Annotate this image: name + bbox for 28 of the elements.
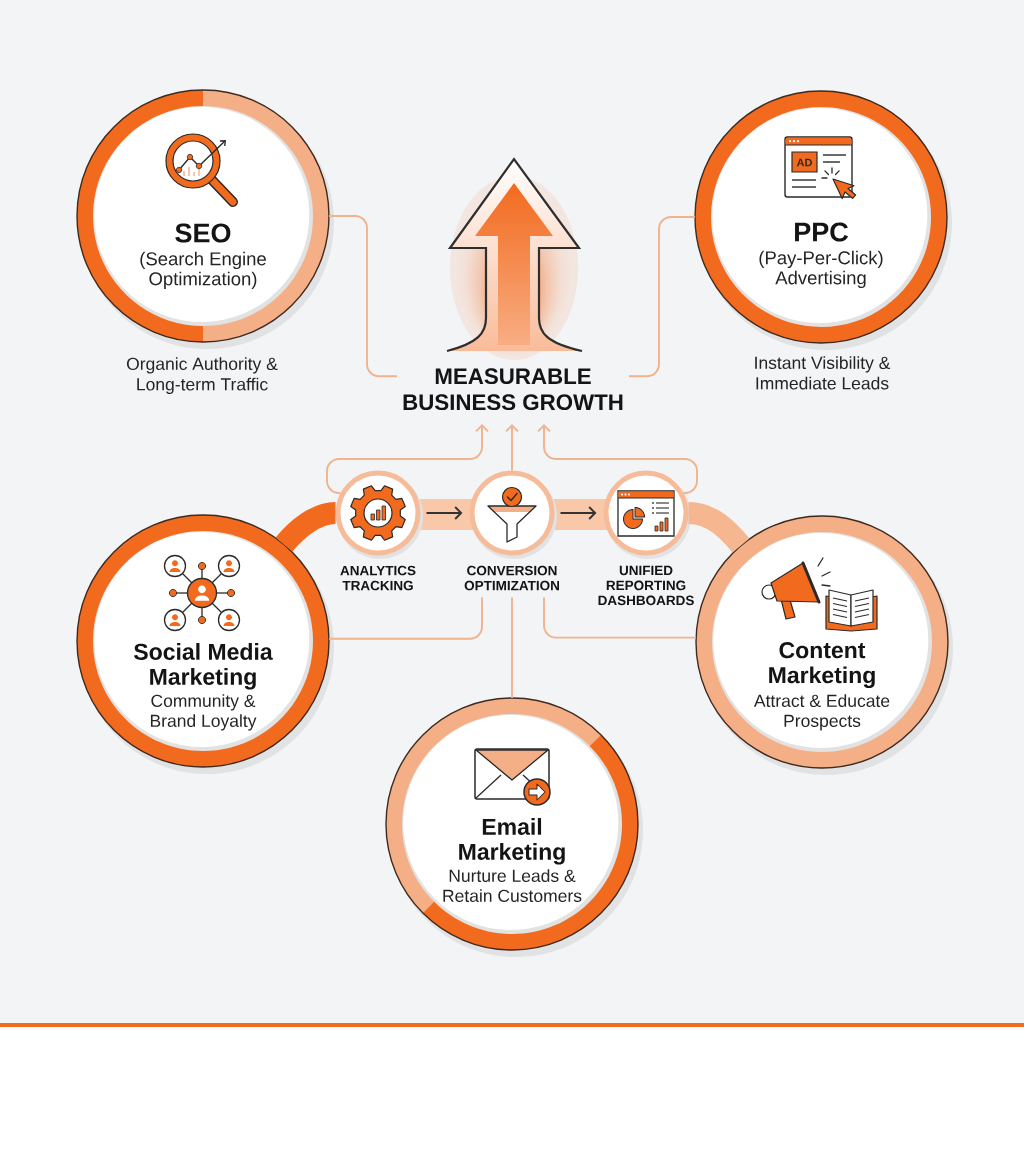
connector-line [328,596,483,640]
circle-subtitle: Attract & Educate Prospects [753,694,890,731]
service-circle [695,515,953,775]
arrow [559,506,597,520]
service-circle [76,514,334,774]
circle-subtitle: (Pay-Per-Click) Advertising [759,250,883,289]
step-label: ANALYTICS TRACKING [340,565,416,591]
connector-line [328,215,398,378]
ad-label: AD [796,158,812,167]
circle-title: Social Media Marketing [134,643,273,690]
goal-heading: MEASURABLE BUSINESS GROWTH [403,368,623,411]
arrow [537,424,698,494]
caption-text: Instant Visibility & Immediate Leads [755,356,891,390]
arrow [505,424,519,472]
circle-title: Email Marketing [459,818,565,865]
arrow [425,506,463,520]
circle-title: Content Marketing [769,642,875,688]
connector-line [628,216,696,378]
connector-line [543,596,698,639]
caption-text: Organic Authority & Long-term Traffic [126,357,278,394]
step-label: UNIFIED REPORTING DASHBOARDS [598,565,694,606]
circle-subtitle: Community & Brand Loyalty [150,694,257,731]
step-label: CONVERSION OPTIMIZATION [464,565,559,591]
connector-line [511,596,513,699]
circle-subtitle: Nurture Leads & Retain Customers [443,869,582,903]
circle-title: PPC [795,222,848,242]
service-circle [385,697,643,957]
arrow [326,424,489,494]
